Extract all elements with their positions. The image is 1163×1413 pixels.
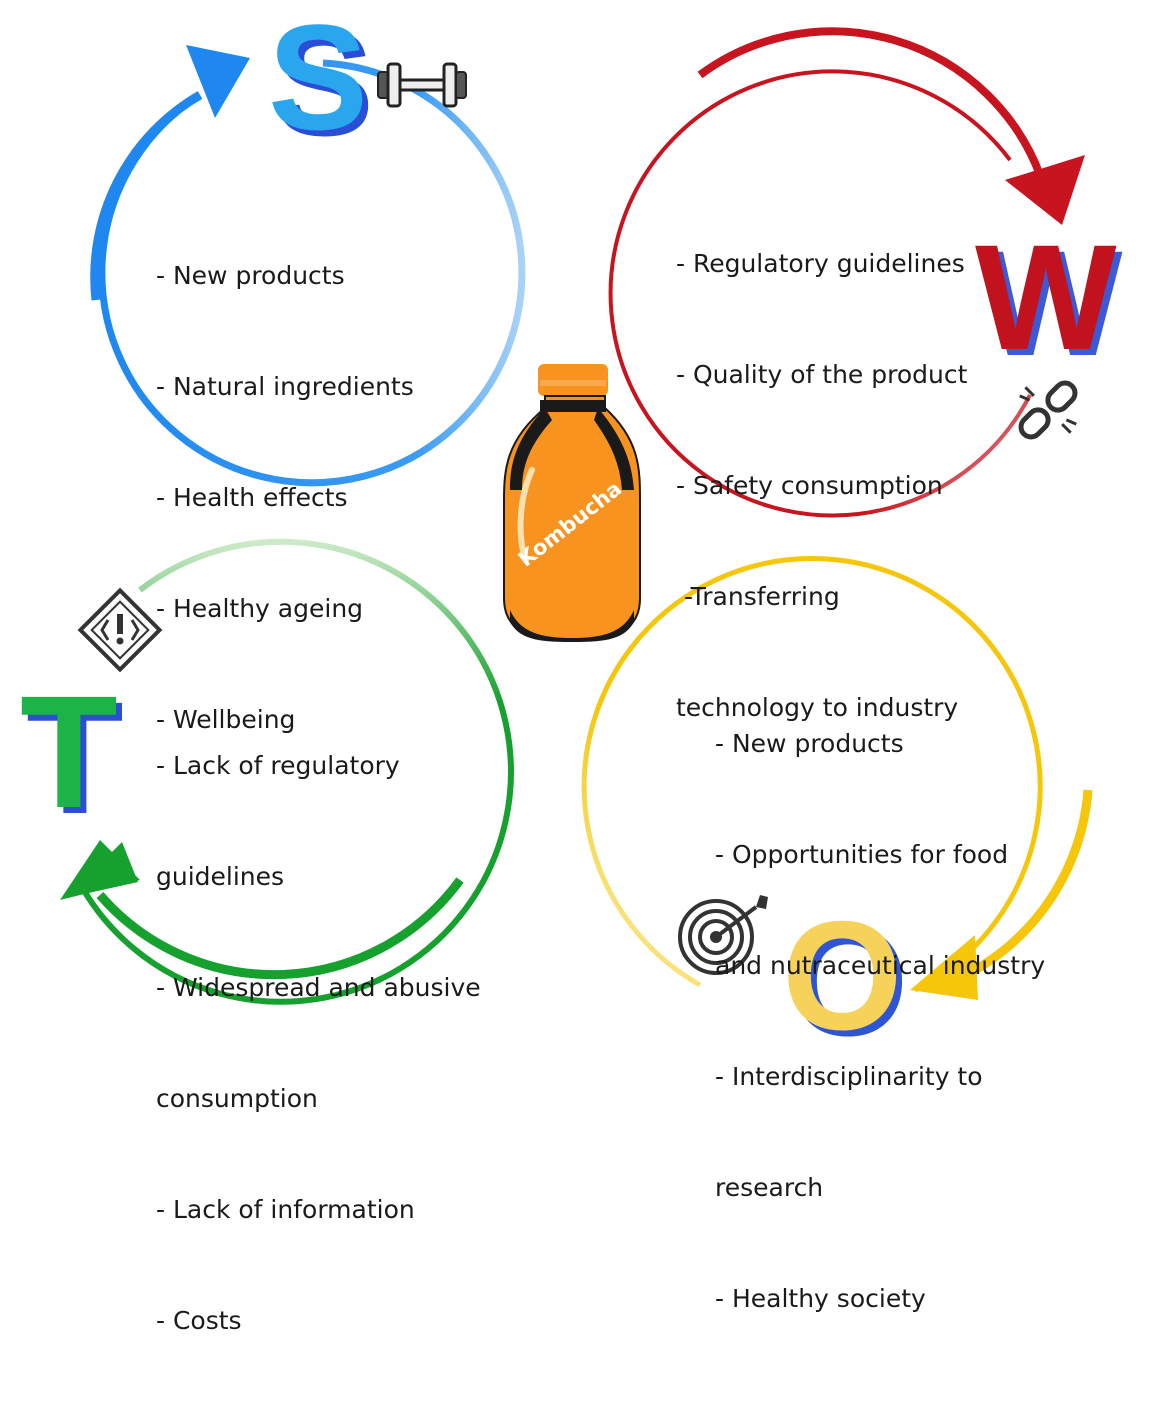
target-icon: [678, 895, 768, 975]
list-item: - Opportunities for food: [715, 840, 1009, 869]
list-item: - Safety consumption: [676, 471, 943, 500]
list-item: - Health effects: [156, 483, 348, 512]
list-item: research: [715, 1173, 824, 1202]
weaknesses-list: - Regulatory guidelines - Quality of the…: [676, 171, 967, 800]
kombucha-bottle-icon: [503, 364, 641, 642]
list-item: and nutraceutical industry: [715, 951, 1046, 980]
weaknesses-letter: W: [975, 213, 1117, 381]
list-item: - Healthy society: [715, 1284, 926, 1313]
threats-arc: [75, 538, 514, 1005]
warning-sign-icon: [77, 587, 163, 673]
strengths-arrowhead: [186, 45, 250, 118]
list-item: - New products: [156, 261, 345, 290]
threats-letter: T: [20, 662, 118, 841]
list-item: -Transferring: [676, 582, 840, 611]
broken-chain-icon: [1018, 380, 1078, 440]
strengths-letter: S: [268, 0, 369, 161]
list-item: - Natural ingredients: [156, 372, 414, 401]
opportunities-list: - New products - Opportunities for food …: [715, 651, 1045, 1391]
list-item: technology to industry: [676, 693, 959, 722]
threats-arrowhead-base: [60, 840, 140, 900]
list-item: - Lack of information: [156, 1195, 415, 1224]
opportunities-cycle: [581, 556, 1093, 1000]
strengths-list: - New products - Natural ingredients - H…: [156, 183, 414, 812]
weaknesses-arc: [608, 69, 1032, 518]
swot-cycle-graphics: [60, 27, 1093, 1005]
list-item: - Interdisciplinarity to: [715, 1062, 983, 1091]
list-item: - Healthy ageing: [156, 594, 364, 623]
threats-cycle: [60, 538, 514, 1005]
strengths-arc: [98, 59, 526, 487]
weaknesses-arrowhead: [1005, 155, 1085, 225]
swot-diagram: S W T O Kombucha - New products - Natura…: [20, 0, 1117, 1335]
weaknesses-arc-bold: [697, 27, 1044, 177]
threats-list: - Lack of regulatory guidelines - Widesp…: [156, 673, 481, 1413]
list-item: - Lack of regulatory: [156, 751, 400, 780]
list-item: - Costs: [156, 1306, 242, 1335]
list-item: - New products: [715, 729, 904, 758]
weaknesses-cycle: [608, 27, 1085, 518]
dumbbell-icon: [377, 62, 467, 108]
opportunities-arrowhead: [910, 935, 978, 1000]
threats-arc-bold: [96, 877, 464, 980]
list-item: - Quality of the product: [676, 360, 968, 389]
opportunities-arc: [581, 556, 1043, 993]
strengths-cycle: [90, 45, 526, 487]
list-item: guidelines: [156, 862, 285, 891]
list-item: - Widespread and abusive: [156, 973, 481, 1002]
list-item: consumption: [156, 1084, 318, 1113]
opportunities-arc-bold: [958, 789, 1093, 983]
list-item: - Wellbeing: [156, 705, 296, 734]
strengths-arc-bold: [90, 91, 203, 301]
list-item: - Regulatory guidelines: [676, 249, 965, 278]
opportunities-letter: O: [782, 889, 903, 1062]
